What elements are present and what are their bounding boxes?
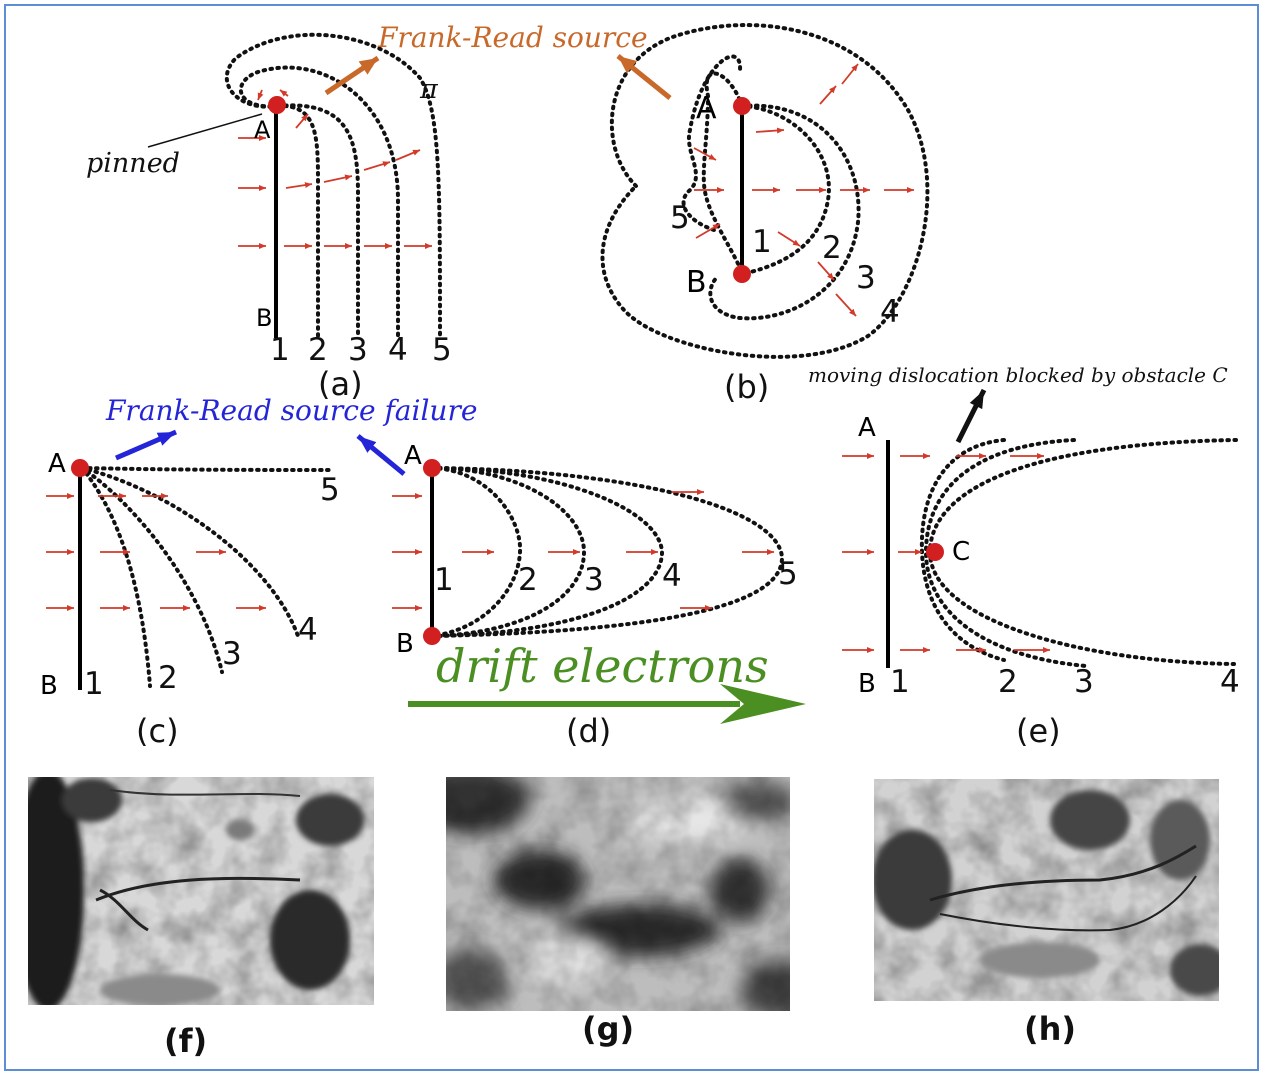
panel-d-pin-a (423, 459, 441, 477)
panel-e: moving dislocation blocked by obstacle C… (808, 363, 1240, 750)
force-arrow (285, 182, 313, 189)
micrograph-h-caption: (h) (1024, 1010, 1076, 1048)
panel-a-number-4: 4 (388, 332, 408, 368)
panel-c: A B 1 2 3 4 5 (c) (40, 449, 340, 750)
panel-c-force-arrows (46, 493, 266, 611)
panel-d-force-arrows (392, 489, 774, 611)
panel-c-point-b-label: B (40, 671, 58, 701)
panel-b: A B 1 2 3 4 5 (b) (600, 23, 930, 406)
force-arrow (323, 174, 353, 183)
panel-b-number-4: 4 (880, 294, 900, 330)
force-arrow (835, 293, 857, 317)
panel-b-pin-a (733, 97, 751, 115)
panel-d-dislocation-loops (430, 466, 785, 638)
panel-c-number-3: 3 (222, 636, 242, 672)
panel-c-pin-a (71, 459, 89, 477)
obstacle-c-point (926, 543, 944, 561)
panel-d-number-4: 4 (662, 558, 682, 594)
micrograph-g-caption: (g) (582, 1010, 634, 1048)
panel-c-caption: (c) (136, 712, 179, 750)
panel-e-number-1: 1 (890, 664, 910, 700)
panel-a-pin-a (268, 96, 286, 114)
panel-b-pin-b (733, 265, 751, 283)
micrograph-f-caption: (f) (164, 1022, 207, 1060)
panel-a-caption: (a) (318, 365, 363, 403)
obstacle-note: moving dislocation blocked by obstacle C (808, 363, 1228, 387)
obstacle-note-arrow (955, 388, 987, 444)
panel-d-point-a-label: A (404, 441, 422, 471)
failure-arrow-left (115, 429, 177, 461)
panel-c-number-1: 1 (84, 666, 104, 702)
panel-b-dislocation-loops (600, 23, 930, 359)
force-arrow (279, 89, 289, 97)
panel-d-caption: (d) (566, 712, 611, 750)
panel-b-caption: (b) (724, 368, 769, 406)
panel-b-point-a-label: A (696, 91, 717, 126)
failure-label: Frank-Read source failure (105, 394, 477, 427)
panel-e-number-2: 2 (998, 664, 1018, 700)
panel-d: A B 1 2 3 4 5 drift electrons (d) (392, 441, 806, 750)
panel-b-point-b-label: B (686, 265, 707, 300)
panel-b-force-arrows (693, 63, 914, 317)
panel-a-number-5: 5 (432, 332, 452, 368)
drift-arrow-head (720, 684, 806, 724)
panel-a-number-3: 3 (348, 332, 368, 368)
panel-d-point-b-label: B (396, 629, 414, 659)
panel-e-point-a-label: A (858, 413, 876, 443)
panel-b-number-5: 5 (670, 200, 690, 236)
panel-d-number-3: 3 (584, 562, 604, 598)
force-arrow (755, 127, 785, 134)
pinned-leader (147, 113, 263, 148)
panel-c-number-5: 5 (320, 472, 340, 508)
panel-a: Frank-Read source π pinned A B 1 2 3 4 5… (86, 21, 648, 403)
force-arrow (693, 147, 717, 161)
pinned-label: pinned (86, 148, 180, 179)
figure-frame (4, 4, 1259, 1071)
force-arrow (819, 85, 837, 105)
micrograph-g (446, 777, 790, 1011)
micrograph-h (874, 779, 1219, 1001)
panel-a-dislocation-loops (224, 32, 442, 340)
force-arrow (395, 149, 421, 161)
failure-annotation: Frank-Read source failure (105, 394, 477, 476)
drift-electrons-label: drift electrons (436, 639, 769, 693)
frank-read-arrow (324, 55, 380, 96)
panel-d-number-1: 1 (434, 562, 454, 598)
pi-symbol: π (419, 74, 439, 105)
panel-e-number-3: 3 (1074, 664, 1094, 700)
force-arrow (777, 231, 801, 247)
panel-c-dislocation-lines (80, 466, 332, 688)
micrograph-f (28, 777, 374, 1005)
force-arrow (257, 89, 264, 101)
panel-e-caption: (e) (1016, 712, 1061, 750)
panel-b-number-3: 3 (856, 260, 876, 296)
frank-read-label: Frank-Read source (377, 21, 648, 54)
force-arrow (841, 63, 859, 85)
force-arrow (817, 261, 835, 281)
panel-d-pin-b (423, 627, 441, 645)
panel-b-frank-read-arrow (616, 54, 672, 100)
force-arrow (295, 113, 309, 129)
panel-c-number-2: 2 (158, 660, 178, 696)
panel-b-number-2: 2 (822, 230, 842, 266)
panel-e-number-4: 4 (1220, 664, 1240, 700)
panel-e-force-arrows (842, 453, 1050, 653)
panel-a-number-2: 2 (308, 332, 328, 368)
panel-a-number-1: 1 (270, 332, 290, 368)
panel-e-point-b-label: B (858, 669, 876, 699)
force-arrow (363, 161, 391, 171)
panel-e-point-c-label: C (952, 537, 970, 567)
panel-b-number-1: 1 (752, 224, 772, 260)
panel-a-point-a-label: A (254, 116, 271, 144)
panel-c-point-a-label: A (48, 449, 66, 479)
panel-d-number-2: 2 (518, 562, 538, 598)
failure-arrow-right (356, 434, 406, 476)
panel-a-force-arrows (238, 89, 432, 249)
panel-d-number-5: 5 (778, 556, 798, 592)
panel-a-point-b-label: B (256, 304, 272, 332)
force-arrow (695, 223, 721, 239)
panel-c-number-4: 4 (298, 612, 318, 648)
